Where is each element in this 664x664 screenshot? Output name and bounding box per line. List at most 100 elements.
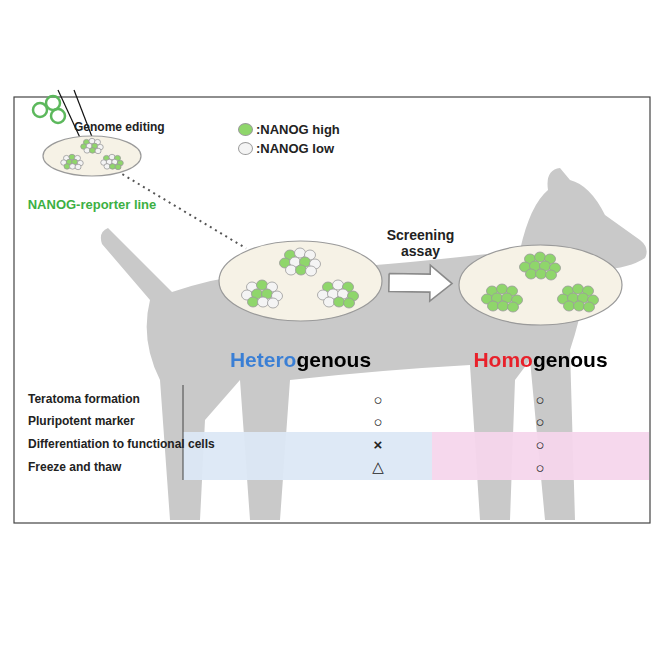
legend-text: :NANOG high	[256, 122, 340, 137]
cell	[492, 293, 503, 303]
cell	[296, 265, 307, 275]
cell	[584, 302, 595, 312]
cell	[114, 155, 120, 161]
cell	[115, 164, 121, 170]
cell	[520, 262, 531, 272]
pipette-line	[58, 90, 82, 142]
cell	[280, 258, 291, 268]
block-arrow	[389, 265, 452, 301]
cell	[305, 250, 316, 260]
cell	[482, 294, 493, 304]
dish-outline	[218, 240, 383, 322]
legend-swatch	[238, 123, 253, 136]
cell	[535, 252, 546, 262]
cell	[257, 280, 268, 290]
cell	[109, 154, 115, 160]
plasmid-ring	[46, 96, 60, 110]
cell	[66, 159, 72, 165]
cell	[343, 282, 354, 292]
cell	[295, 248, 306, 258]
cell-cluster	[242, 280, 283, 308]
cell	[545, 254, 556, 264]
cell-cluster	[520, 252, 561, 280]
cell	[578, 293, 589, 303]
heterogenous-band	[183, 432, 432, 480]
cell	[583, 286, 594, 296]
dish-ellipse	[219, 241, 382, 321]
dish-label: Homogenous	[473, 348, 607, 372]
cell	[64, 164, 70, 170]
cell	[104, 164, 110, 170]
table-divider	[183, 385, 184, 480]
legend-swatch	[238, 142, 253, 155]
cell	[568, 293, 579, 303]
cell	[262, 289, 273, 299]
cell	[488, 301, 499, 311]
legend-text: :NANOG low	[256, 141, 334, 156]
plasmid-ring	[33, 103, 47, 117]
table-row-header: Pluripotent marker	[28, 414, 135, 428]
table-symbol: ×	[374, 436, 383, 453]
cell	[268, 298, 279, 308]
cell-cluster	[101, 154, 124, 169]
cell	[573, 284, 584, 294]
cell	[324, 297, 335, 307]
dish-outline	[458, 244, 623, 326]
cell	[267, 282, 278, 292]
cell	[285, 250, 296, 260]
dish-outline	[42, 135, 142, 177]
table-row-header: Differentiation to functional cells	[28, 437, 215, 451]
cell	[247, 282, 258, 292]
table-symbol: ○	[373, 413, 382, 430]
cell	[110, 164, 116, 170]
step-label: Genome editing	[74, 120, 165, 134]
cell	[300, 257, 311, 267]
cell-cluster	[318, 280, 359, 308]
table-symbol: ○	[535, 413, 544, 430]
cell	[89, 138, 95, 144]
cell	[272, 291, 283, 301]
table-row-header: Freeze and thaw	[28, 460, 121, 474]
dish-label: Heterogenous	[230, 348, 371, 372]
cell-cluster	[81, 138, 104, 153]
pipette-line	[74, 90, 94, 142]
table-symbol: ○	[535, 436, 544, 453]
cell	[290, 257, 301, 267]
cell	[95, 148, 101, 154]
cell	[86, 143, 92, 149]
dish-ellipse	[43, 136, 141, 176]
cell	[564, 301, 575, 311]
cell	[546, 270, 557, 280]
cell	[563, 286, 574, 296]
cell	[487, 286, 498, 296]
cell	[588, 295, 599, 305]
cell	[540, 261, 551, 271]
cell	[103, 155, 109, 161]
cell	[92, 143, 98, 149]
cell	[550, 263, 561, 273]
cell	[90, 148, 96, 154]
cell	[63, 155, 69, 161]
table-symbol: ○	[373, 391, 382, 408]
table-symbol: ○	[535, 391, 544, 408]
cell	[258, 297, 269, 307]
culture-dish: Heterogenous	[218, 240, 383, 322]
cell	[84, 148, 90, 154]
dish-ellipse	[459, 245, 622, 325]
cell	[536, 269, 547, 279]
homogenous-band	[432, 432, 649, 480]
cell	[72, 159, 78, 165]
figure-frame	[14, 97, 650, 523]
cell	[94, 139, 100, 145]
arrow-label: Screening assay	[381, 227, 461, 259]
table-symbol: △	[372, 458, 384, 476]
cell	[101, 160, 107, 166]
legend-entry: :NANOG high	[238, 122, 340, 137]
cell	[106, 159, 112, 165]
cell	[348, 291, 359, 301]
cell	[333, 280, 344, 290]
cell	[508, 302, 519, 312]
cell	[338, 289, 349, 299]
